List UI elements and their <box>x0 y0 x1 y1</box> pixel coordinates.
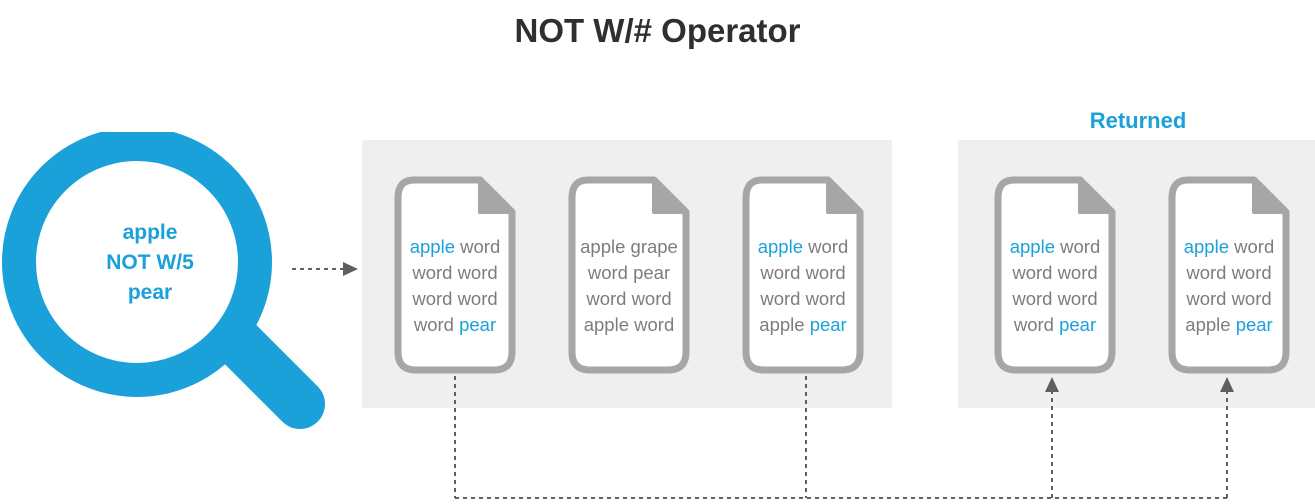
document-word: word pear <box>587 262 671 283</box>
document-word: word word <box>412 288 498 309</box>
document-word: word <box>803 236 849 257</box>
document-word: apple grape <box>580 236 678 257</box>
document-word: word word <box>760 262 846 283</box>
document-line: word word <box>1168 286 1290 312</box>
document-word: apple word <box>583 314 675 335</box>
highlighted-term: pear <box>1235 314 1273 335</box>
magnifier-ring <box>2 132 272 397</box>
document-word: apple <box>1185 314 1236 335</box>
highlighted-term: apple <box>757 236 803 257</box>
document-outline <box>394 176 516 374</box>
document-line: word word <box>994 260 1116 286</box>
magnifier-handle <box>213 317 325 429</box>
highlighted-term: pear <box>459 314 497 335</box>
document-word: word <box>1055 236 1101 257</box>
returned-label: Returned <box>1089 108 1187 133</box>
highlighted-term: pear <box>809 314 847 335</box>
document-word: word <box>1229 236 1275 257</box>
query-operator: NOT W/5 <box>106 251 194 274</box>
document-word: word word <box>412 262 498 283</box>
query-term-2: pear <box>127 281 173 304</box>
document-word: word <box>455 236 501 257</box>
highlighted-term: apple <box>1183 236 1229 257</box>
document-line: word word <box>742 260 864 286</box>
document-line: word word <box>394 286 516 312</box>
document-line: word word <box>742 286 864 312</box>
arrowhead-up-1 <box>1045 377 1059 392</box>
document-word: word word <box>1186 262 1272 283</box>
highlighted-term: apple <box>1009 236 1055 257</box>
document-line: word word <box>568 286 690 312</box>
document-outline <box>994 176 1116 374</box>
document-line: apple word <box>568 312 690 338</box>
document-word: word word <box>1186 288 1272 309</box>
arrowhead-up-2 <box>1220 377 1234 392</box>
document-line: apple pear <box>742 312 864 338</box>
document-word: word word <box>1012 288 1098 309</box>
document-line: word pear <box>994 312 1116 338</box>
document-outline <box>568 176 690 374</box>
search-query: apple NOT W/5 pear <box>50 218 250 308</box>
highlighted-term: apple <box>409 236 455 257</box>
document-line: word word <box>394 260 516 286</box>
document-line: word word <box>994 286 1116 312</box>
document-word: word word <box>586 288 672 309</box>
highlighted-term: pear <box>1059 314 1097 335</box>
document-word: word word <box>760 288 846 309</box>
arrowhead-right <box>343 262 358 276</box>
query-term-1: apple <box>122 221 178 244</box>
document-word: word <box>1013 314 1060 335</box>
document-word: word <box>413 314 460 335</box>
document-line: apple grape <box>568 234 690 260</box>
document-line: apple word <box>394 234 516 260</box>
magnifier-icon <box>2 132 325 429</box>
document-word: word word <box>1012 262 1098 283</box>
document-text: apple grape word pear word word apple word <box>568 234 690 338</box>
document-line: apple word <box>994 234 1116 260</box>
document-line: word pear <box>394 312 516 338</box>
source-document-2: apple grape word pear word word apple word <box>568 176 690 374</box>
document-line: apple pear <box>1168 312 1290 338</box>
document-line: apple word <box>1168 234 1290 260</box>
document-outline <box>1168 176 1290 374</box>
document-line: word word <box>1168 260 1290 286</box>
document-line: apple word <box>742 234 864 260</box>
diagram-title: NOT W/# Operator <box>514 12 801 49</box>
document-outline <box>742 176 864 374</box>
document-word: apple <box>759 314 810 335</box>
document-line: word pear <box>568 260 690 286</box>
